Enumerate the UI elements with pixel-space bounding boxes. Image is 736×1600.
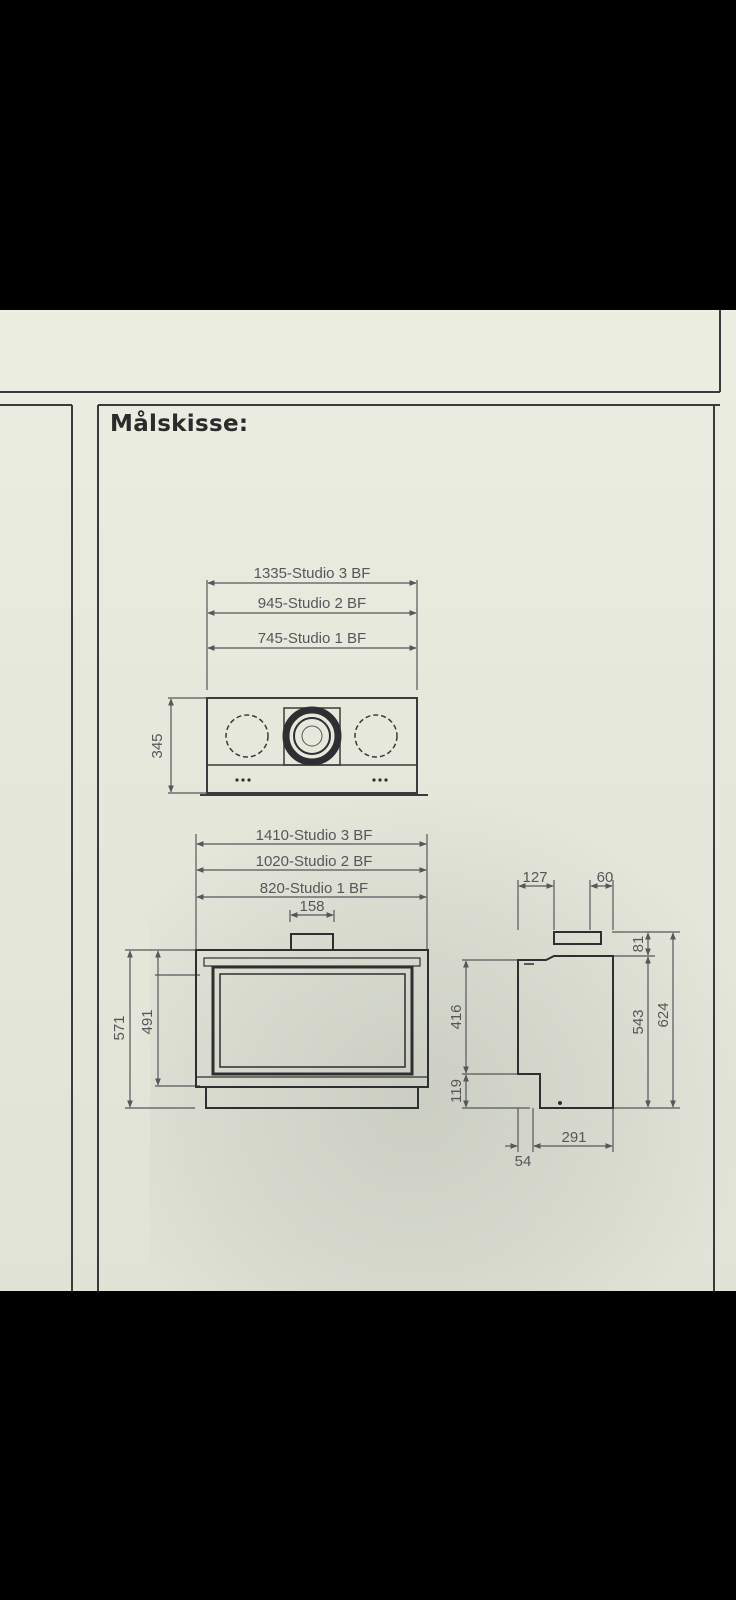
sketch-heading: Målskisse: [110,411,249,437]
top-width-studio-3: 1335-Studio 3 BF [254,565,371,582]
top-width-studio-1: 745-Studio 1 BF [258,630,366,647]
front-width-studio-1: 820-Studio 1 BF [260,880,368,897]
side-total-height: 624 [655,1002,672,1027]
front-flue-width: 158 [299,898,324,915]
hand-shadow [150,800,736,1291]
document-photo: Målskisse: [0,310,736,1291]
front-view [195,933,429,1109]
side-offset: 54 [515,1153,532,1170]
side-view [517,931,614,1109]
side-top-left: 127 [522,869,547,886]
front-glass-height: 491 [139,1009,156,1034]
side-top-right: 60 [597,869,614,886]
dimension-drawing: 1335-Studio 3 BF 945-Studio 2 BF 745-Stu… [111,565,680,1170]
side-depth: 291 [561,1129,586,1146]
top-height-label: 345 [149,733,166,758]
top-width-studio-2: 945-Studio 2 BF [258,595,366,612]
front-total-height: 571 [111,1015,128,1040]
top-view [200,697,428,796]
side-body-height: 543 [630,1009,647,1034]
side-upper-height: 416 [448,1004,465,1029]
side-lower-height: 119 [448,1079,465,1103]
front-width-studio-3: 1410-Studio 3 BF [256,827,373,844]
page-frame-lines [0,310,721,1291]
front-width-studio-2: 1020-Studio 2 BF [256,853,373,870]
side-flue-height: 81 [630,936,647,953]
